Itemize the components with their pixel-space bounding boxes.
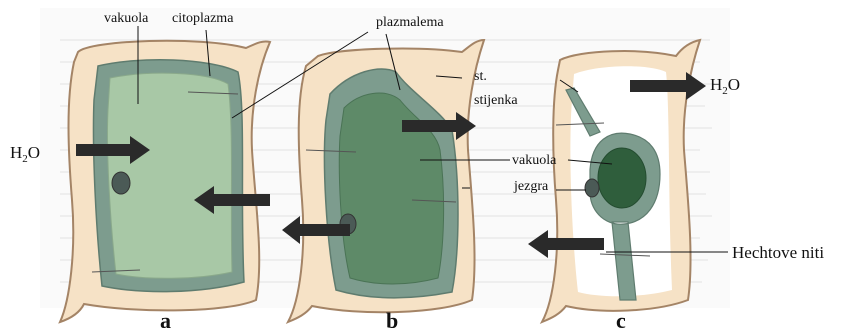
caption-c: c: [616, 308, 626, 333]
label-stijenka: stijenka: [474, 93, 518, 108]
cell-a-nucleus: [112, 172, 130, 194]
label-hechtove-niti: Hechtove niti: [732, 243, 824, 262]
caption-a: a: [160, 308, 171, 333]
label-st: st.: [474, 69, 487, 84]
label-h2o-in: H2O: [10, 143, 40, 165]
caption-b: b: [386, 308, 398, 333]
label-citoplazma: citoplazma: [172, 11, 234, 26]
cell-a: [60, 41, 270, 322]
label-vakuola-b: vakuola: [512, 153, 557, 168]
label-vakuola-a: vakuola: [104, 11, 149, 26]
label-jezgra: jezgra: [513, 179, 549, 194]
label-plazmalema: plazmalema: [376, 15, 444, 30]
cell-c-nucleus: [585, 179, 599, 197]
cell-c-vacuole: [598, 148, 646, 208]
cell-b: [288, 40, 484, 322]
